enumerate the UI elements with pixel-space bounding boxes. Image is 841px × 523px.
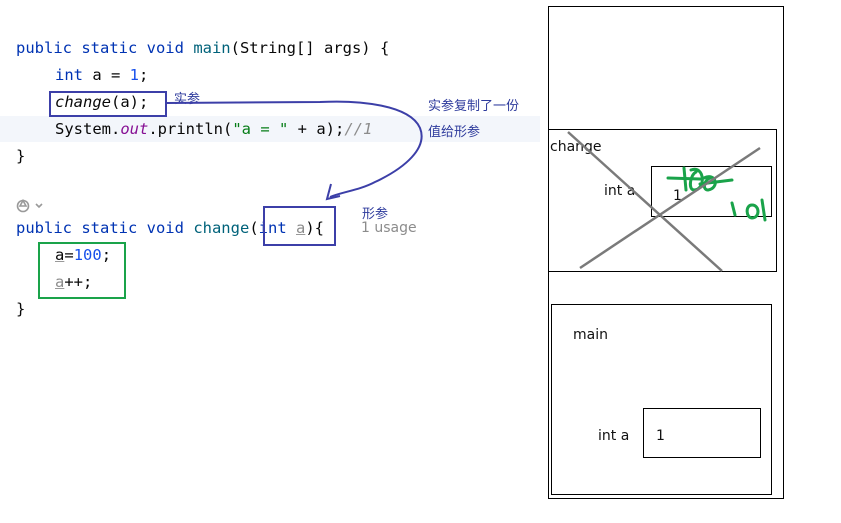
main-var-value: 1: [656, 428, 665, 444]
actual-param-box: [49, 91, 167, 117]
formal-param-box: [263, 206, 336, 246]
main-var-cell: [643, 408, 761, 458]
code-line-increment: a++;: [55, 273, 93, 291]
code-line-main-signature: public static void main(String[] args) {: [16, 39, 390, 57]
change-var-old-value: 1: [673, 188, 682, 204]
code-line-close-brace-change: }: [16, 300, 26, 318]
main-frame-title: main: [573, 327, 608, 343]
change-frame-box: [548, 129, 777, 272]
main-var-label: int a: [598, 428, 630, 444]
main-frame-box: [551, 304, 772, 495]
code-line-println: System.out.println("a = " + a);//1: [55, 120, 373, 138]
copy-note-line2: 值给形参: [428, 125, 481, 140]
code-line-int-a: int a = 1;: [55, 66, 149, 84]
code-line-change-call: change(a);: [55, 93, 149, 111]
code-line-assign-100: a=100;: [55, 246, 112, 264]
change-var-cell: [651, 166, 772, 217]
usage-hint[interactable]: 1 usage: [361, 220, 417, 236]
current-line-highlight: [0, 116, 540, 142]
copy-note-line1: 实参复制了一份: [428, 99, 520, 114]
run-gutter-icon[interactable]: [14, 197, 44, 215]
code-line-change-signature: public static void change(int a){: [16, 219, 325, 237]
formal-param-label: 形参: [362, 207, 389, 222]
code-line-close-brace-main: }: [16, 147, 26, 165]
method-body-box: [38, 242, 126, 299]
